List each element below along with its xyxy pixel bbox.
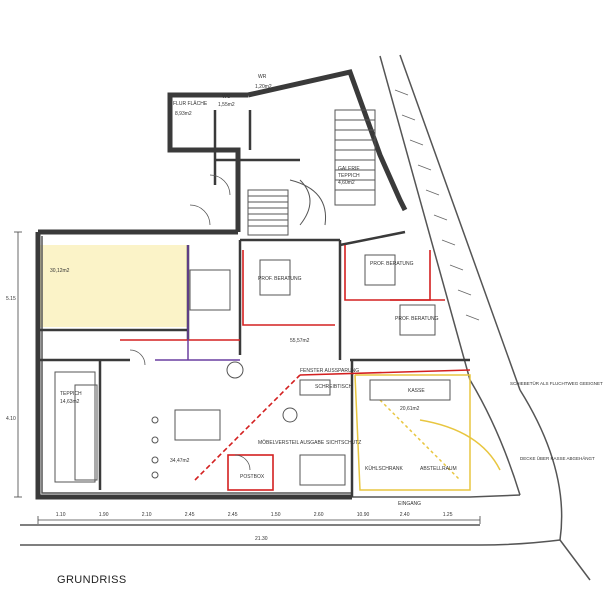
label-wr: WR	[258, 74, 267, 80]
label-prof-beratung-1: PROF. BERATUNG	[258, 276, 302, 282]
label-mobelversteil: MÖBELVERSTEIL	[258, 439, 300, 446]
label-galerie-sub: TEPPICH	[338, 173, 360, 179]
staircase	[247, 109, 376, 236]
dimension-bottom-label: 1.25	[443, 512, 453, 518]
label-abstell: ABSTELLRAUM	[420, 466, 457, 472]
label-flur: FLUR FLÄCHE	[173, 100, 208, 107]
exterior-walls	[35, 69, 408, 500]
label-window-note: FENSTER AUSSPARUNG	[300, 368, 359, 374]
dimension-bottom-label: 10.90	[357, 512, 370, 518]
label-eingang: EINGANG	[398, 501, 421, 507]
dimension-bottom-label: 2.10	[142, 512, 152, 518]
purple-partitions	[155, 245, 240, 361]
dimension-bottom-label: 2.45	[185, 512, 195, 518]
label-office-left: 30,12m2	[50, 268, 70, 274]
dimension-left-1: 5.15	[6, 296, 16, 302]
label-left-room-area: 14,63m2	[60, 399, 80, 405]
furniture	[54, 254, 451, 486]
label-galerie: GALERIE	[338, 166, 360, 172]
exterior-walls-thin	[20, 54, 591, 581]
label-right-area: 20,61m2	[400, 406, 420, 412]
dimension-bottom-labels: 1.10 1.90 2.10 2.45 2.45 1.50 2.60 10.90 2.40 1.2…	[56, 512, 453, 518]
dimension-line-bottom	[37, 516, 481, 524]
label-ausgabe: AUSGABE	[300, 440, 325, 446]
dimension-bottom-label: 2.40	[400, 512, 410, 518]
office-fill	[40, 245, 188, 327]
label-wc-area: 1,55m2	[218, 102, 235, 108]
dimension-total: 21.30	[255, 536, 268, 542]
dimension-labels: 21.30 5.15 4.10	[6, 296, 268, 542]
label-note-right-2: DECKE ÜBER KASSE ABGEHÄNGT	[520, 455, 595, 461]
label-kuehl: KÜHLSCHRANK	[365, 465, 403, 472]
door-swings	[129, 174, 251, 471]
dimension-bottom-label: 1.10	[56, 512, 66, 518]
dimension-bottom-label: 1.90	[99, 512, 109, 518]
dimension-bottom-label: 2.60	[314, 512, 324, 518]
label-kasse: KASSE	[408, 388, 425, 394]
label-prof-beratung-3: PROF. BERATUNG	[395, 316, 439, 322]
label-flur-area: 8,93m2	[175, 111, 192, 117]
label-prof-beratung-2: PROF. BERATUNG	[370, 261, 414, 267]
label-sichtschutz: SICHTSCHUTZ	[326, 440, 361, 446]
label-storage: SCHREIBTISCH	[315, 384, 353, 390]
red-partitions	[120, 245, 471, 491]
drawing-title: GRUNDRISS	[57, 574, 127, 586]
label-main-area: 34,47m2	[170, 458, 190, 464]
dimension-bottom-label: 2.45	[228, 512, 238, 518]
label-wr-area: 1,20m2	[255, 84, 272, 90]
street-edge-hatch	[394, 89, 480, 321]
dimension-left-2: 4.10	[6, 416, 16, 422]
label-post: POSTBOX	[240, 474, 265, 480]
room-labels: FLUR FLÄCHE 8,93m2 WC 1,55m2 WR 1,20m2 G…	[50, 74, 603, 507]
dimension-bottom-label: 1.50	[271, 512, 281, 518]
label-left-room: TEPPICH	[60, 391, 82, 397]
label-galerie-area: 4,60m2	[338, 180, 355, 186]
label-note-right-1: SCHIEBETÜR ALS FLUCHTWEG GEEIGNET	[510, 380, 603, 386]
dimension-line-left	[14, 231, 22, 498]
label-center-area: 55,57m2	[290, 338, 310, 344]
label-wc: WC	[222, 94, 231, 100]
yellow-area	[354, 374, 501, 491]
